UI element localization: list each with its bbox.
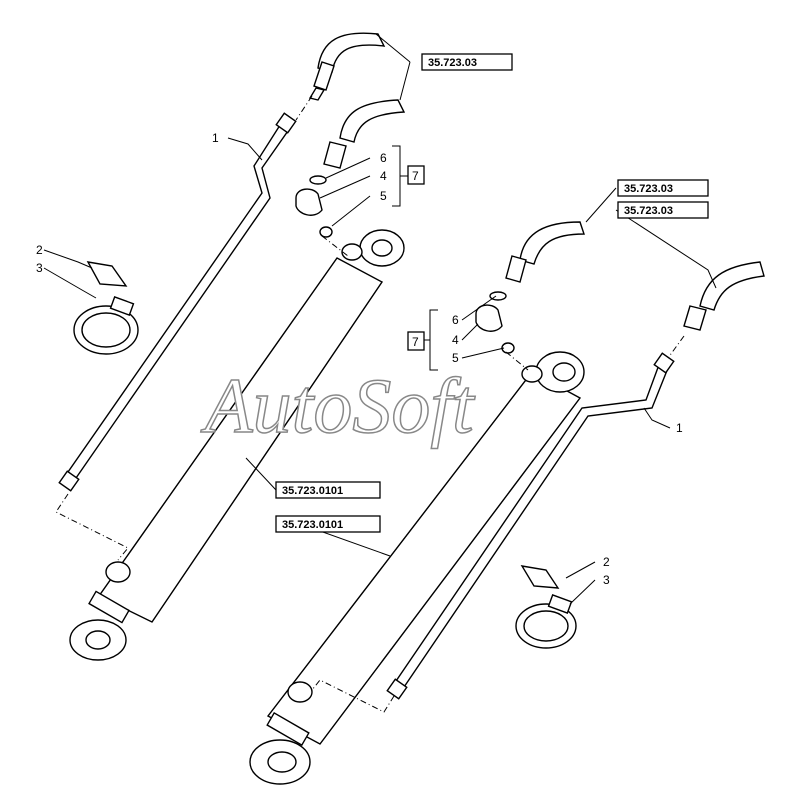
ref-cylinder-1[interactable]: 35.723.0101 [282,485,343,497]
right-link-line [311,679,395,713]
callout-1-left: 1 [212,131,219,145]
right-fittings [475,291,515,354]
callout-2-left: 2 [36,243,43,257]
callout-3-right: 3 [603,573,610,587]
ref-hose-1[interactable]: 35.723.03 [428,57,477,69]
right-port-link [505,351,529,371]
callout-1-right: 1 [676,421,683,435]
callout-7-left-box [407,165,425,185]
ref-cylinder-2[interactable]: 35.723.0101 [282,519,343,531]
callout-5-left: 5 [380,189,387,203]
left-cylinder [69,229,405,661]
callout-3-left: 3 [36,261,43,275]
left-tube [58,112,297,492]
right-tube [386,352,675,700]
left-hose-link [295,95,313,121]
callout-6-left: 6 [380,151,387,165]
callout-5-right: 5 [452,351,459,365]
left-clamp [73,261,139,355]
right-cylinder [249,351,585,785]
left-link-line [55,493,129,561]
ref-box-hose-2[interactable] [617,179,709,197]
ref-box-hose-3[interactable] [617,201,709,219]
right-hose-link [667,335,685,359]
ref-box-cylinder-2[interactable] [275,515,381,533]
left-port-link [321,235,349,257]
ref-hose-3[interactable]: 35.723.03 [624,205,673,217]
callout-4-right: 4 [452,333,459,347]
callout-7-right: 7 [412,335,419,349]
watermark: AutoSoft [200,362,476,449]
right-clamp [515,565,577,649]
callout-6-right: 6 [452,313,459,327]
left-fittings [295,175,333,238]
leader-lines [43,33,717,605]
callout-2-right: 2 [603,555,610,569]
left-hoses [308,32,406,169]
ref-box-cylinder-1[interactable] [275,481,381,499]
ref-hose-2[interactable]: 35.723.03 [624,183,673,195]
callout-7-left: 7 [412,169,419,183]
group-brackets [392,145,438,371]
ref-box-hose-1[interactable] [421,53,513,71]
callout-7-right-box [407,331,425,351]
right-hoses [505,221,765,331]
callout-4-left: 4 [380,169,387,183]
